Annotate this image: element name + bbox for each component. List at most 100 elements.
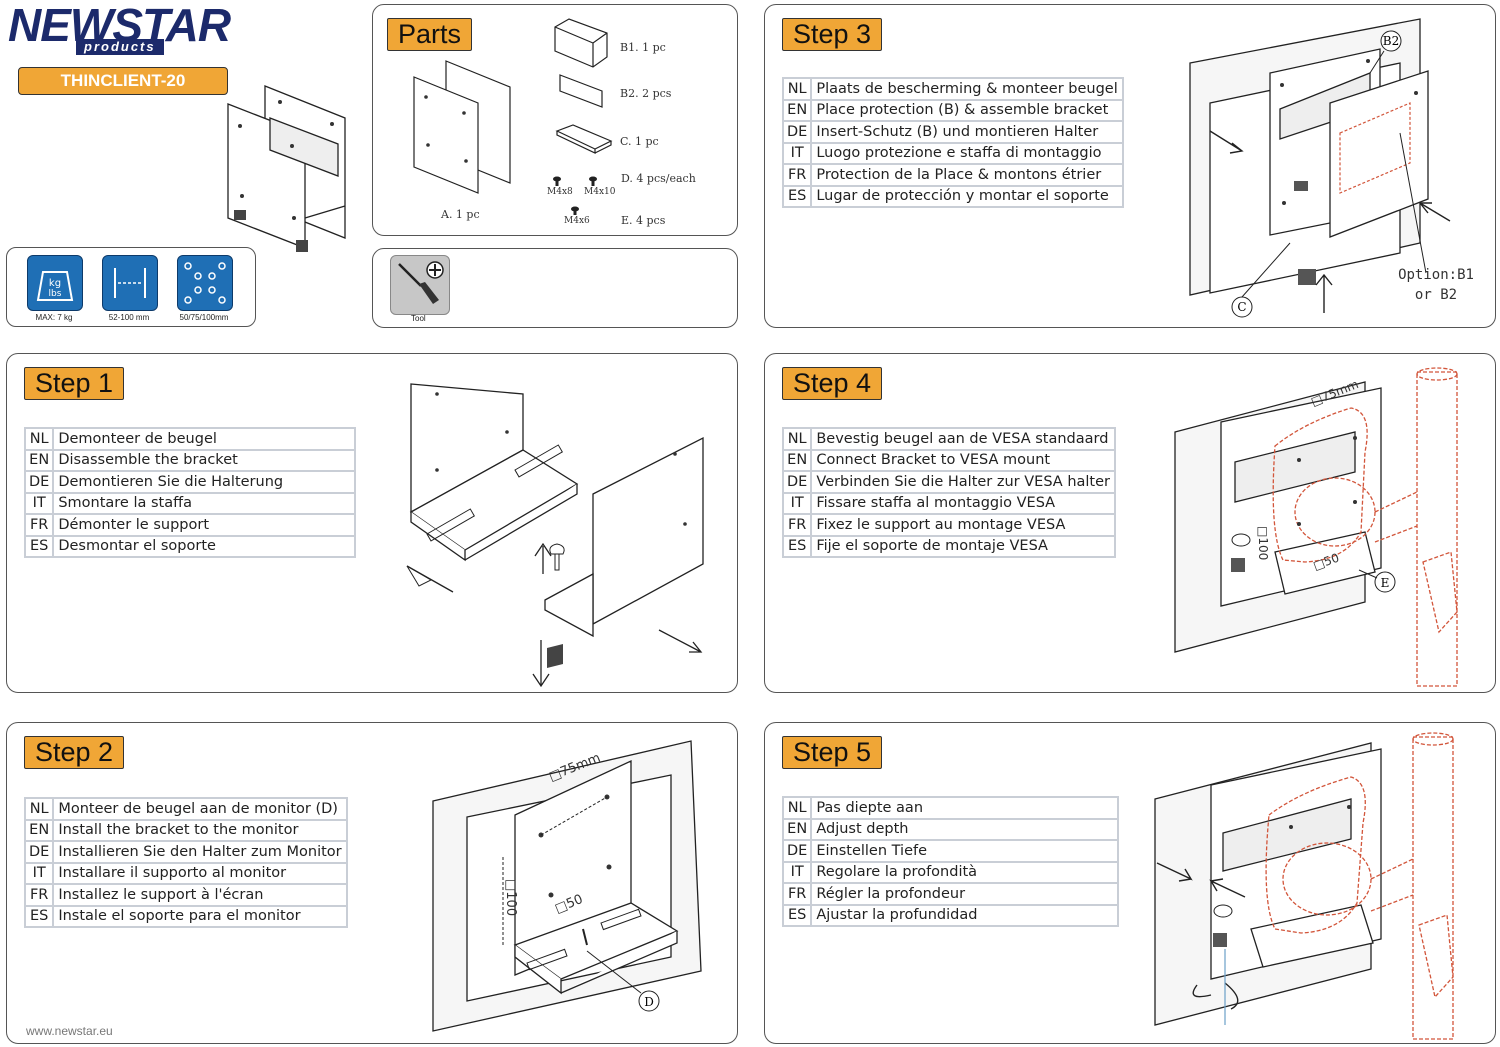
instruction-text: Verbinden Sie die Halter zur VESA halter (810, 470, 1116, 494)
step-4-drawing: □75mm □100 □50 E (1174, 367, 1458, 687)
step-2-label-d: D (644, 995, 654, 1009)
language-code: ES (781, 903, 813, 927)
step-3-option-2: or B2 (1415, 287, 1457, 303)
language-code: DE (23, 840, 55, 864)
instruction-text: Desmontar el soporte (52, 534, 357, 558)
instruction-text: Ajustar la profundidad (810, 903, 1120, 927)
brand-logo: NEWSTAR products (8, 2, 231, 55)
part-c-drawing (555, 124, 613, 154)
step-1-drawing (406, 383, 704, 688)
step-2-drawing: □75mm □100 □50 D (432, 740, 702, 1032)
instruction-text: Protection de la Place & montons étrier (810, 163, 1124, 187)
instruction-text: Regolare la profondità (810, 860, 1120, 884)
language-code: NL (781, 796, 813, 820)
step-3-label-b2: B2 (1383, 34, 1399, 48)
step-2-label-100: □100 (503, 879, 518, 916)
language-code: FR (781, 882, 813, 906)
step-5-drawing (1154, 732, 1454, 1040)
instruction-text: Bevestig beugel aan de VESA standaard (810, 427, 1116, 451)
instruction-text: Luogo protezione e staffa di montaggio (810, 141, 1124, 165)
step-4-label-e: E (1381, 576, 1390, 590)
language-code: IT (23, 861, 55, 885)
instruction-text: Fissare staffa al montaggio VESA (810, 491, 1116, 515)
screw-icon (553, 176, 597, 215)
instruction-text: Installieren Sie den Halter zum Monitor (52, 840, 348, 864)
instruction-text: Démonter le support (52, 513, 357, 537)
instruction-text: Insert-Schutz (B) und montieren Halter (810, 120, 1124, 144)
instruction-text: Smontare la staffa (52, 491, 357, 515)
parts-title: Parts (387, 18, 473, 51)
parts-panel: Parts A. 1 pc B1. 1 pc B2. 2 pcs C. 1 pc… (372, 4, 738, 236)
step-2-title: Step 2 (24, 736, 125, 769)
language-code: NL (23, 427, 55, 451)
step-1-title: Step 1 (24, 367, 125, 400)
language-code: NL (781, 427, 813, 451)
language-code: IT (781, 860, 813, 884)
language-code: NL (23, 797, 55, 821)
part-e-label: E. 4 pcs (621, 214, 666, 227)
language-code: ES (781, 534, 813, 558)
instruction-text: Place protection (B) & assemble bracket (810, 98, 1124, 122)
step-3-title: Step 3 (782, 18, 883, 51)
website-url: www.newstar.eu (26, 1024, 113, 1038)
tool-panel: Tool (372, 248, 738, 328)
instruction-text: Régler la profondeur (810, 882, 1120, 906)
language-code: ES (23, 904, 55, 928)
spec-panel: kg lbs MAX: 7 kg 52-100 mm 50/75/100mm (6, 247, 256, 327)
language-code: EN (781, 448, 813, 472)
instruction-text: Adjust depth (810, 817, 1120, 841)
language-code: DE (23, 470, 55, 494)
step-3-drawing: B2 C Option:B1 or B2 (1189, 18, 1474, 318)
language-code: EN (23, 818, 55, 842)
step-5-title: Step 5 (782, 736, 883, 769)
part-a-drawing (413, 60, 511, 194)
part-a-label: A. 1 pc (441, 208, 480, 221)
language-code: EN (781, 98, 813, 122)
instruction-text: Connect Bracket to VESA mount (810, 448, 1116, 472)
part-d-label: D. 4 pcs/each (621, 172, 696, 185)
instruction-text: Install the bracket to the monitor (52, 818, 348, 842)
language-code: FR (23, 513, 55, 537)
width-range-icon (102, 255, 158, 311)
step-4-label-100: □100 (1256, 526, 1270, 560)
language-code: EN (23, 448, 55, 472)
weight-icon: kg lbs (27, 255, 83, 311)
step-3-option-1: Option:B1 (1398, 267, 1474, 283)
part-b2-label: B2. 2 pcs (620, 87, 672, 100)
screw-label-m4x6: M4x6 (564, 216, 590, 226)
instruction-text: Demonteer de beugel (52, 427, 357, 451)
screw-label-m4x8: M4x8 (547, 187, 573, 197)
weight-icon-lbs: lbs (49, 289, 62, 299)
instruction-text: Fixez le support au montage VESA (810, 513, 1116, 537)
language-code: EN (781, 817, 813, 841)
language-code: ES (23, 534, 55, 558)
product-drawing (227, 85, 346, 252)
screwdriver-icon (390, 255, 450, 315)
language-code: IT (23, 491, 55, 515)
